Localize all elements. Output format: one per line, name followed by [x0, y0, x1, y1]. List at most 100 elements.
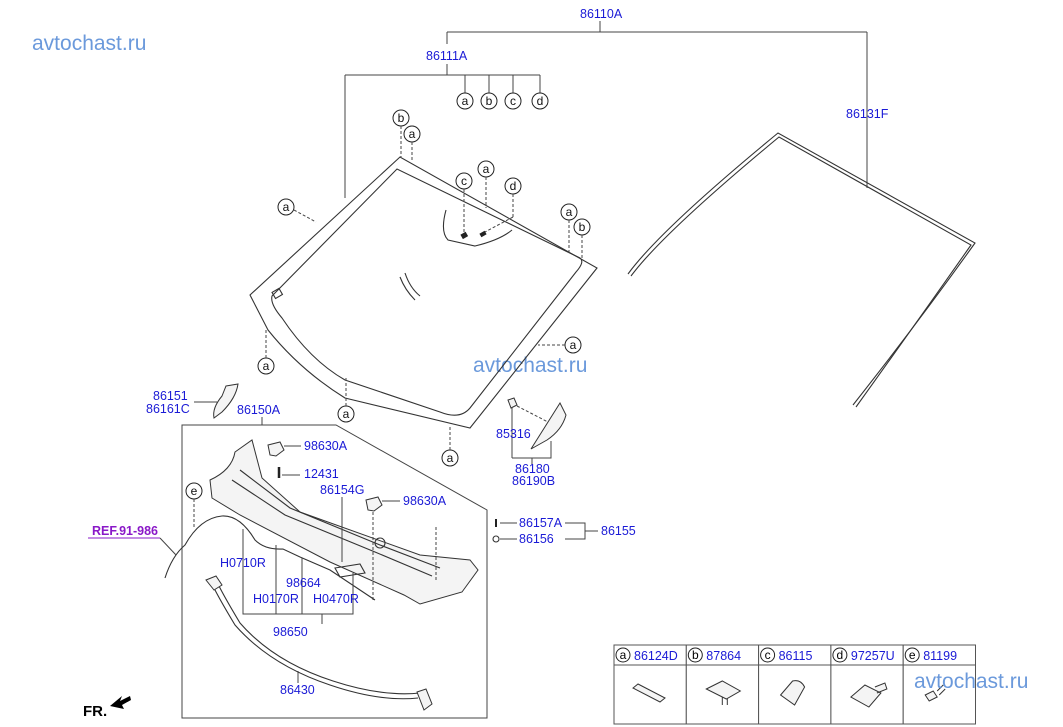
assembly-tree: 86110A 86111A a b c d 86131F [344, 7, 889, 198]
svg-text:b: b [486, 94, 493, 108]
legend-letter-circle-icon [687, 647, 703, 663]
callout-c-top-tree: c [504, 92, 522, 110]
callout-a-top-tree: a [456, 92, 474, 110]
svg-text:a: a [343, 407, 350, 421]
svg-text:FR.: FR. [83, 703, 107, 720]
callout-c-sensor: c [455, 172, 473, 190]
callout-a-bottom: a [337, 405, 355, 423]
part-86154G[interactable]: 86154G [320, 483, 364, 497]
svg-text:a: a [447, 451, 454, 465]
legend-cell-b[interactable]: b 87864 [685, 644, 760, 725]
svg-text:e: e [191, 484, 198, 498]
windshield-callouts: a b a c a d a b a a a a [257, 109, 591, 467]
part-98650[interactable]: 98650 [273, 625, 308, 639]
part-86157A[interactable]: 86157A [519, 516, 563, 530]
svg-text:c: c [510, 94, 516, 108]
windshield-glass[interactable] [249, 156, 598, 429]
legend-letter: a [620, 648, 627, 662]
pillar-trim[interactable] [194, 383, 239, 419]
weatherstrip-86430[interactable] [205, 575, 433, 711]
svg-text:a: a [570, 338, 577, 352]
part-98664[interactable]: 98664 [286, 576, 321, 590]
callout-b-top: b [392, 109, 410, 127]
strip-pad-icon [632, 683, 666, 703]
svg-text:a: a [462, 94, 469, 108]
part-86156[interactable]: 86156 [519, 532, 554, 546]
fastener-86156[interactable] [492, 535, 517, 543]
washer-nozzle-upper[interactable] [267, 441, 301, 457]
callout-b-right: b [573, 218, 591, 236]
part-86155[interactable]: 86155 [601, 524, 636, 538]
callout-e-hose: e [185, 482, 203, 527]
svg-text:a: a [283, 200, 290, 214]
part-86110A[interactable]: 86110A [580, 7, 623, 21]
legend-cell-a[interactable]: a 86124D [613, 644, 687, 725]
part-98630A-upper[interactable]: 98630A [304, 439, 348, 453]
hose-clip-icon [924, 684, 946, 702]
part-98630A-lower[interactable]: 98630A [403, 494, 447, 508]
part-86131F[interactable]: 86131F [846, 107, 889, 121]
legend-cell-d[interactable]: d 97257U [830, 644, 904, 725]
part-H0710R[interactable]: H0710R [220, 556, 266, 570]
callout-a-right-side: a [564, 336, 582, 354]
watermark-top-left: avtochast.ru [32, 32, 146, 55]
delta-cover[interactable] [512, 401, 567, 465]
part-86161C[interactable]: 86161C [146, 402, 190, 416]
windshield-moulding[interactable] [627, 132, 976, 408]
part-86430[interactable]: 86430 [280, 683, 315, 697]
watermark-bottom-right: avtochast.ru [914, 670, 1028, 693]
legend-letter: d [837, 648, 844, 662]
ref-91-986[interactable]: REF.91-986 [88, 524, 177, 556]
legend-part-number[interactable]: 97257U [851, 649, 895, 663]
callout-a-lower-left: a [257, 357, 275, 375]
rounded-pad-icon [779, 680, 806, 706]
legend-letter: c [765, 648, 771, 662]
legend-letter-circle-icon [615, 647, 631, 663]
legend-letter: b [692, 648, 699, 662]
part-85316[interactable]: 85316 [496, 427, 531, 441]
legend-letter-circle-icon [760, 647, 776, 663]
callout-b-top-tree: b [480, 92, 498, 110]
callout-d-sensor: d [504, 177, 522, 195]
legend-cell-c[interactable]: c 86115 [758, 644, 832, 725]
fastener-86157A[interactable] [495, 519, 517, 527]
clip-pad-icon [705, 680, 742, 705]
bolt-12431[interactable] [277, 467, 300, 478]
washer-hose[interactable] [164, 515, 376, 601]
part-H0470R[interactable]: H0470R [313, 592, 359, 606]
svg-text:d: d [510, 179, 517, 193]
part-12431[interactable]: 12431 [304, 467, 339, 481]
part-86150A[interactable]: 86150A [237, 403, 281, 417]
part-86111A[interactable]: 86111A [426, 49, 468, 63]
legend-letter-circle-icon [832, 647, 848, 663]
cowl-group-frame: 86150A [181, 403, 488, 719]
callout-d-top-tree: d [531, 92, 549, 110]
clip-85316[interactable] [507, 397, 518, 458]
cowl-panel[interactable] [209, 439, 479, 605]
legend-cell-e[interactable]: e 81199 [902, 644, 977, 725]
legend-table: a 86124D b 87864 c 86115 d 97257U e 81199 [613, 644, 977, 725]
part-86151[interactable]: 86151 [153, 389, 188, 403]
svg-text:a: a [483, 162, 490, 176]
washer-nozzle-lower[interactable] [365, 496, 400, 512]
legend-part-number[interactable]: 86124D [634, 649, 678, 663]
watermark-center: avtochast.ru [473, 354, 587, 377]
part-86180[interactable]: 86180 [515, 462, 550, 476]
svg-text:c: c [461, 174, 467, 188]
svg-text:b: b [398, 111, 405, 125]
callout-a-right: a [560, 203, 578, 221]
legend-letter-circle-icon [904, 647, 920, 663]
svg-text:b: b [579, 220, 586, 234]
legend-letter: e [909, 648, 916, 662]
svg-text:d: d [537, 94, 544, 108]
legend-part-number[interactable]: 86115 [779, 649, 813, 663]
legend-part-number[interactable]: 87864 [706, 649, 741, 663]
callout-a-bottom-right: a [441, 449, 459, 467]
legend-part-number[interactable]: 81199 [923, 649, 957, 663]
front-arrow-icon [110, 696, 131, 709]
part-H0170R[interactable]: H0170R [253, 592, 299, 606]
callout-a-top: a [403, 125, 421, 143]
svg-text:a: a [566, 205, 573, 219]
part-86190B[interactable]: 86190B [512, 474, 555, 488]
front-direction-indicator: FR. [83, 696, 131, 720]
